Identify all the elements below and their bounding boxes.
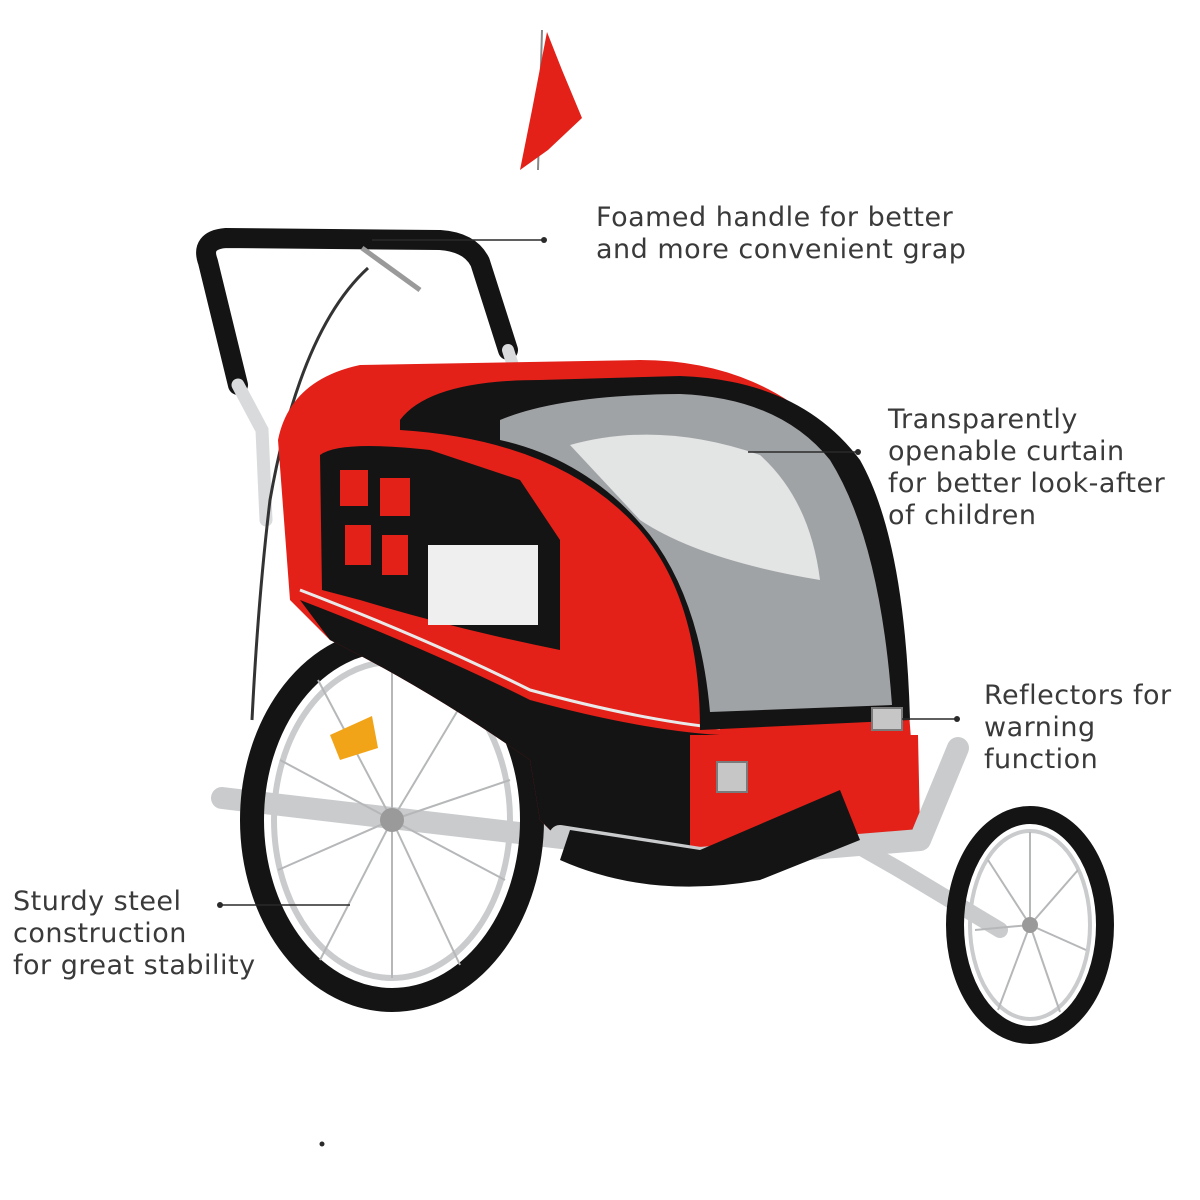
storage-basket <box>560 790 860 887</box>
callout-curtain-line: openable curtain <box>888 436 1125 467</box>
trailer-body <box>278 360 920 853</box>
callout-handle-line: Foamed handle for better <box>596 202 954 233</box>
callout-reflectors: Reflectors for warning function <box>984 680 1172 776</box>
callout-curtain-line: for better look-after <box>888 468 1166 499</box>
callout-leaders <box>220 239 957 906</box>
callout-handle-line: and more convenient grap <box>596 234 967 265</box>
push-handle <box>196 228 521 721</box>
callout-steel-line: for great stability <box>13 950 256 981</box>
callout-handle: Foamed handle for better and more conven… <box>596 202 966 266</box>
callout-reflectors-line: Reflectors for <box>984 680 1172 711</box>
reflector-icon <box>716 761 748 793</box>
callout-curtain-line: of children <box>888 500 1037 531</box>
callout-steel: Sturdy steel construction for great stab… <box>13 886 256 982</box>
wheel-reflector-icon <box>330 716 378 760</box>
callout-reflectors-line: warning <box>984 712 1096 743</box>
reflector-icon <box>871 707 903 731</box>
callout-curtain-line: Transparently <box>888 404 1078 435</box>
callout-reflectors-line: function <box>984 744 1099 775</box>
callout-dots <box>217 237 960 1147</box>
callout-steel-line: Sturdy steel <box>13 886 182 917</box>
callout-steel-line: construction <box>13 918 187 949</box>
callout-curtain: Transparently openable curtain for bette… <box>888 404 1165 532</box>
safety-flag <box>520 29 582 171</box>
front-wheel <box>946 806 1114 1044</box>
